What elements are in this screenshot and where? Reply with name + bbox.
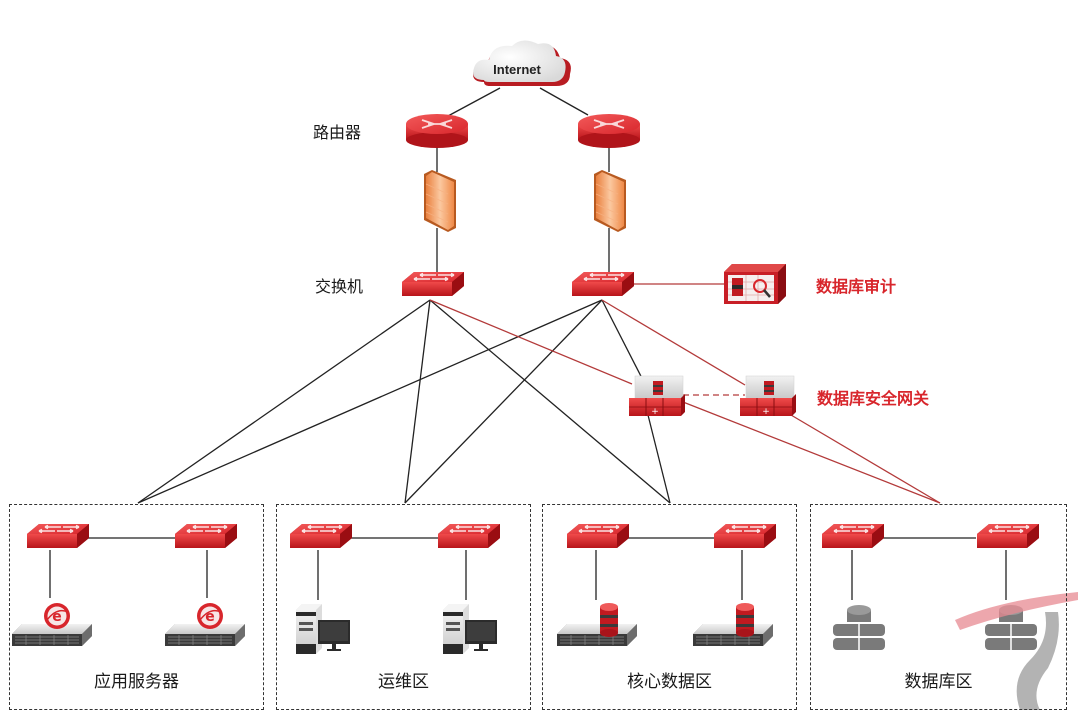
zone-ops-devices	[289, 523, 501, 654]
router-left[interactable]	[405, 113, 469, 149]
internet-label: Internet	[493, 62, 541, 77]
zone-app-servers: 应用服务器	[9, 504, 264, 710]
zone-label: 运维区	[378, 672, 429, 692]
link-internet-router-left	[447, 87, 501, 117]
link-core-right-ops	[404, 299, 603, 504]
link-core-left-ops	[404, 299, 431, 504]
network-links	[137, 87, 671, 504]
link-core-right-app	[137, 299, 603, 504]
zone-label: 核心数据区	[627, 672, 712, 692]
db-audit-label: 数据库审计	[816, 277, 897, 296]
link-gw1-dbzone	[682, 401, 941, 504]
zone-database: 数据库区	[810, 504, 1067, 710]
zone-core-data-devices	[556, 523, 777, 647]
link-gw-core	[647, 414, 671, 504]
link-core-left-app	[137, 299, 431, 504]
firewall-left[interactable]	[423, 169, 457, 233]
core-switch-right[interactable]	[571, 271, 635, 297]
internet-cloud: Internet	[473, 40, 571, 86]
zone-label: 应用服务器	[94, 672, 179, 692]
db-gateway-primary[interactable]	[628, 375, 686, 418]
link-core-right-gw2	[601, 299, 746, 386]
router-right[interactable]	[577, 113, 641, 149]
firewall-right[interactable]	[593, 169, 627, 233]
link-internet-router-right	[539, 87, 589, 116]
switch-layer-label: 交换机	[315, 277, 364, 296]
db-gateway-secondary[interactable]	[739, 375, 797, 418]
zone-ops: 运维区	[276, 504, 531, 710]
link-gw2-dbzone	[790, 414, 941, 504]
watermark-decoration	[955, 592, 1078, 710]
zone-label: 数据库区	[904, 672, 973, 692]
link-core-right-core	[601, 299, 649, 391]
db-gateway-label: 数据库安全网关	[817, 389, 930, 408]
link-core-left-gw1	[429, 299, 633, 385]
router-layer-label: 路由器	[313, 123, 362, 142]
db-audit-icon[interactable]	[722, 262, 788, 306]
zone-app-servers-devices	[11, 523, 246, 647]
link-core-left-core	[429, 299, 671, 504]
security-links	[429, 283, 941, 504]
zone-database-devices	[821, 523, 1040, 651]
core-switch-left[interactable]	[401, 271, 465, 297]
cloud-icon	[473, 40, 571, 86]
zone-core-data: 核心数据区	[542, 504, 797, 710]
